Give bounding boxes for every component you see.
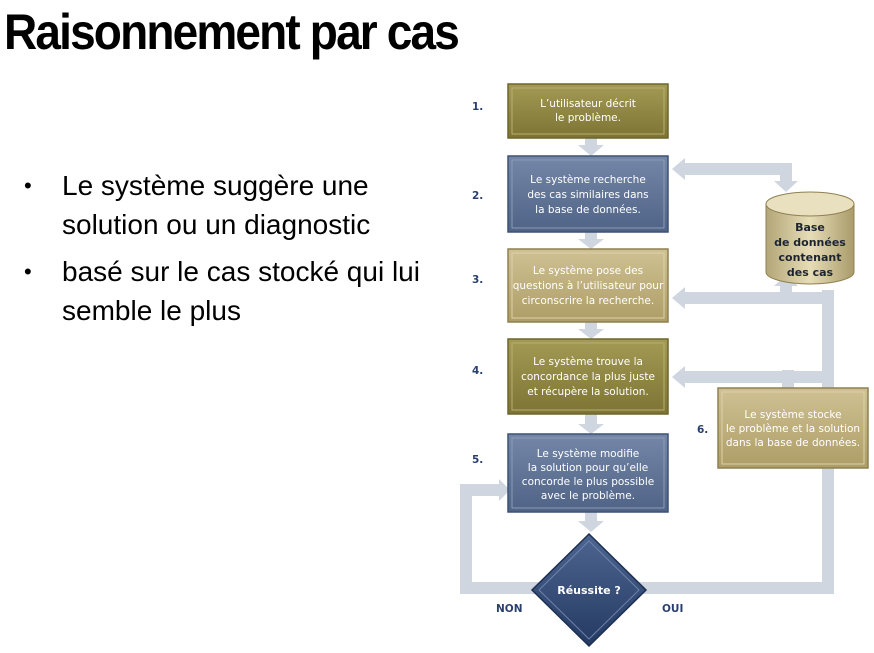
step-3-line: Le système pose des — [533, 265, 643, 277]
step-5-line: Le système modifie — [537, 448, 640, 460]
bullet-item: • basé sur le cas stocké qui lui semble … — [24, 252, 424, 330]
no-label: NON — [496, 603, 523, 615]
step-3: Le système pose des questions à l’utilis… — [472, 248, 669, 323]
database-line: des cas — [787, 266, 834, 279]
step-4-line: Le système trouve la — [533, 356, 643, 368]
bullet-dot-icon: • — [24, 259, 32, 284]
bullet-text: Le système suggère une solution ou un di… — [62, 170, 371, 240]
database-line: contenant — [779, 251, 842, 264]
step-4-line: et récupère la solution. — [527, 386, 649, 398]
decision-diamond: Réussite ? — [530, 532, 648, 648]
step-4-number: 4. — [472, 365, 483, 377]
connectors — [460, 138, 834, 594]
step-5-line: avec le problème. — [541, 490, 635, 502]
step-6-line: le problème et la solution — [726, 423, 860, 435]
bullet-item: • Le système suggère une solution ou un … — [24, 166, 424, 244]
step-4-line: concordance la plus juste — [521, 371, 655, 383]
bullet-list: • Le système suggère une solution ou un … — [24, 166, 424, 338]
bullet-text: basé sur le cas stocké qui lui semble le… — [62, 256, 420, 326]
step-3-number: 3. — [472, 274, 483, 286]
step-6: Le système stocke le problème et la solu… — [697, 387, 869, 469]
step-6-number: 6. — [697, 424, 708, 436]
decision-label: Réussite ? — [557, 584, 621, 597]
step-2-line: Le système recherche — [530, 174, 646, 186]
step-3-line: circonscrire la recherche. — [522, 295, 654, 307]
step-4: Le système trouve la concordance la plus… — [472, 338, 669, 415]
slide-title: Raisonnement par cas — [4, 4, 460, 60]
database-cylinder: Base de données contenant des cas — [765, 191, 855, 285]
step-1: L’utilisateur décrit le problème. 1. — [472, 83, 669, 139]
step-2-number: 2. — [472, 190, 483, 202]
database-line: de données — [774, 236, 846, 249]
step-6-line: Le système stocke — [744, 409, 841, 421]
yes-label: OUI — [662, 603, 683, 615]
bullet-dot-icon: • — [24, 173, 32, 198]
step-6-line: dans la base de données. — [726, 437, 860, 449]
step-5-line: la solution pour qu’elle — [528, 462, 648, 474]
step-5-line: concorde le plus possible — [522, 476, 654, 488]
step-2-line: la base de données. — [535, 204, 641, 216]
step-1-line: le problème. — [555, 112, 621, 124]
step-5: Le système modifie la solution pour qu’e… — [472, 433, 669, 513]
step-2-line: des cas similaires dans — [527, 189, 648, 201]
step-3-line: questions à l’utilisateur pour — [513, 280, 664, 292]
step-5-number: 5. — [472, 454, 483, 466]
step-1-line: L’utilisateur décrit — [540, 98, 636, 110]
step-1-number: 1. — [472, 101, 483, 113]
database-line: Base — [795, 221, 825, 234]
step-2: Le système recherche des cas similaires … — [472, 155, 669, 233]
